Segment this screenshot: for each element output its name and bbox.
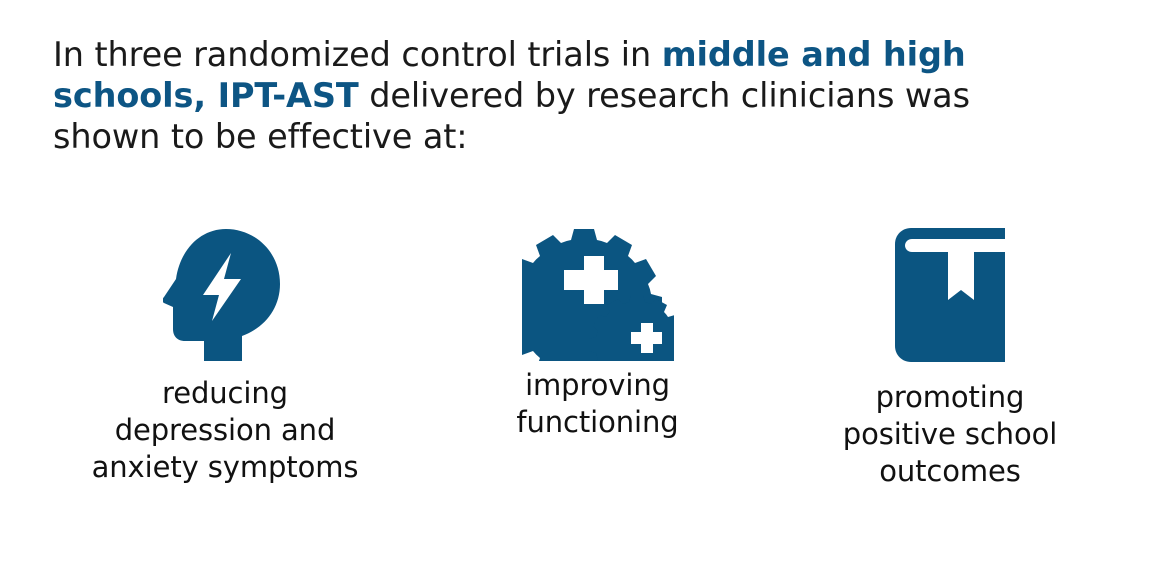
caption-line: improving	[525, 368, 670, 402]
outcome-caption: improving functioning	[516, 367, 678, 441]
headline-segment-2: delivered by research clinicians was sho…	[53, 76, 970, 156]
head-lightning-icon	[155, 225, 295, 365]
caption-line: outcomes	[879, 454, 1021, 488]
outcome-column-improving-functioning: improving functioning	[448, 225, 748, 441]
outcomes-row: reducing depression and anxiety symptoms	[40, 225, 1115, 490]
headline: In three randomized control trials in mi…	[53, 34, 1043, 157]
caption-line: depression and	[114, 413, 336, 447]
gears-plus-icon	[513, 225, 683, 365]
caption-line: functioning	[516, 405, 679, 439]
outcome-column-positive-school-outcomes: promoting positive school outcomes	[785, 225, 1115, 490]
headline-segment-1: In three randomized control trials in	[53, 35, 662, 74]
caption-line: anxiety symptoms	[91, 450, 359, 484]
book-bookmark-icon	[885, 225, 1015, 365]
outcome-column-reducing-symptoms: reducing depression and anxiety symptoms	[40, 225, 410, 486]
caption-line: reducing	[162, 376, 288, 410]
caption-line: promoting	[875, 380, 1025, 414]
outcome-caption: promoting positive school outcomes	[842, 379, 1058, 490]
headline-highlight: middle and high schools, IPT-AST	[53, 35, 966, 115]
caption-line: positive school	[842, 417, 1058, 451]
outcome-caption: reducing depression and anxiety symptoms	[92, 375, 359, 486]
